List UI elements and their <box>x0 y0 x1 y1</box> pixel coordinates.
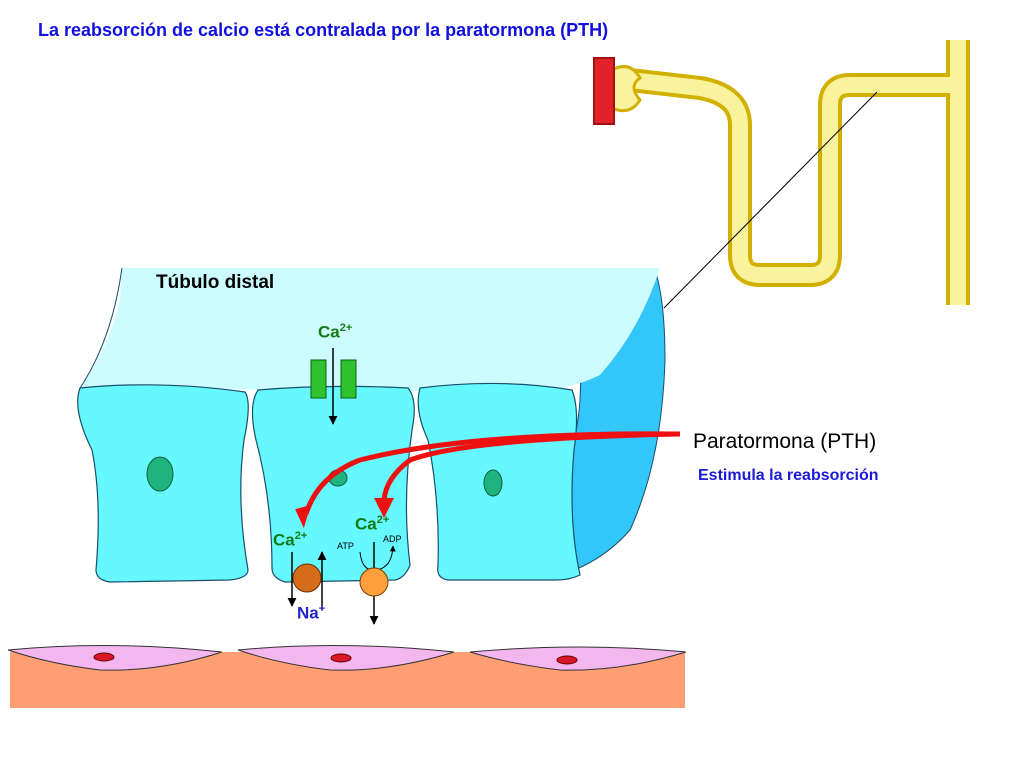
ca-symbol: Ca <box>273 530 295 550</box>
endothelial-cell-3 <box>469 646 687 671</box>
glomerulus <box>593 57 615 125</box>
pth-arrow-to-atpase <box>381 431 681 501</box>
slide-title: La reabsorción de calcio está contralada… <box>38 20 609 40</box>
endothelial-cell-1 <box>7 644 223 671</box>
calcium-channel-left <box>310 359 327 399</box>
endothelial-nucleus-2 <box>330 653 352 663</box>
bowman-capsule <box>610 64 642 113</box>
nucleus-left <box>146 456 174 492</box>
ca-charge: 2+ <box>376 514 390 526</box>
ca-atpase-label: Ca2+ <box>355 514 389 535</box>
endothelial-nucleus-3 <box>556 655 578 665</box>
ca-lumen-label: Ca2+ <box>318 322 352 343</box>
ca-symbol: Ca <box>318 322 340 342</box>
nephron-tube <box>629 40 966 305</box>
tubule-lumen <box>80 268 660 393</box>
tubulo-distal-label: Túbulo distal <box>156 272 275 293</box>
interstitium <box>7 644 687 708</box>
na-label: Na+ <box>297 603 325 624</box>
pth-label: Paratormona (PTH) <box>693 430 877 453</box>
na-symbol: Na <box>297 603 319 623</box>
adp-label: ADP <box>383 534 402 544</box>
tubule-lumen-edge <box>79 267 123 389</box>
transporters <box>287 542 396 625</box>
ca-symbol: Ca <box>355 514 377 534</box>
ca-exchanger-label: Ca2+ <box>273 530 307 551</box>
nucleus-right <box>483 469 503 497</box>
distal-tubule <box>77 267 666 583</box>
zoom-line <box>663 91 878 309</box>
stimulates-label: Estimula la reabsorción <box>698 467 879 484</box>
calcium-atpase <box>359 567 389 597</box>
atp-label: ATP <box>337 541 354 551</box>
na-charge: + <box>318 603 326 615</box>
ca-charge: 2+ <box>294 530 308 542</box>
endothelial-nucleus-1 <box>93 652 115 662</box>
pth-arrows <box>295 431 681 529</box>
ca-charge: 2+ <box>339 322 353 334</box>
nephron-schematic <box>593 40 970 309</box>
calcium-channel-right <box>340 359 357 399</box>
pth-arrow-head-exchanger <box>295 504 311 529</box>
na-ca-exchanger <box>292 563 322 593</box>
pth-arrow-head-atpase <box>374 498 394 518</box>
